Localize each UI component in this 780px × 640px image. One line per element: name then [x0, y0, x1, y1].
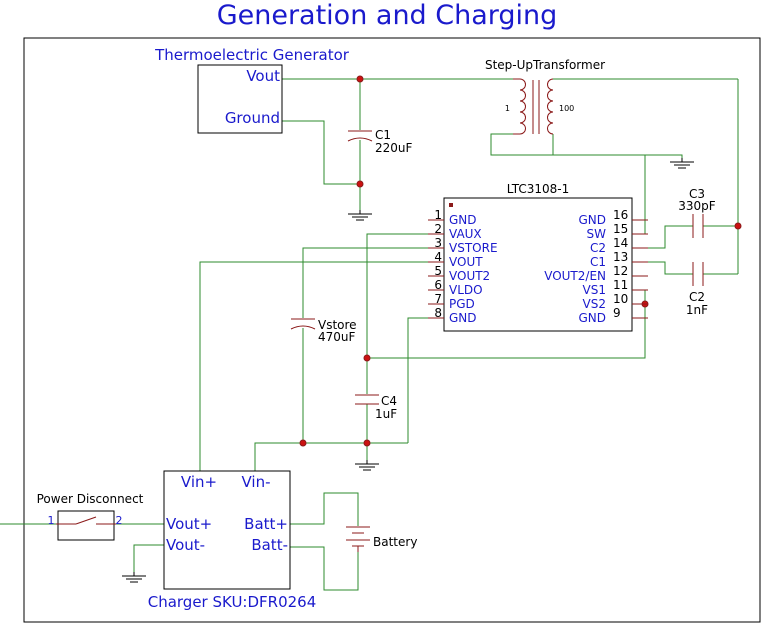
- charger-vout-plus: Vout+: [166, 515, 212, 533]
- switch-pin1: 1: [48, 514, 55, 527]
- ic-right-pin-label: GND: [578, 213, 606, 227]
- ic-right-pin-number: 9: [613, 306, 621, 320]
- ic-left-pin-label: VOUT: [449, 255, 483, 269]
- ic-left-pin-label: PGD: [449, 297, 475, 311]
- charger-vout-minus: Vout-: [166, 536, 205, 554]
- ic-right-pin-label: VS2: [583, 297, 606, 311]
- ic-left-pin-number: 6: [434, 278, 442, 292]
- ic-right-pin-label: GND: [578, 311, 606, 325]
- ic-right-pin-number: 12: [613, 264, 628, 278]
- ic-left-pin-label: VLDO: [449, 283, 483, 297]
- thermoelectric-generator: Thermoelectric Generator Vout Ground: [154, 46, 350, 134]
- ic-body: [443, 197, 633, 332]
- ic-right-pin-number: 14: [613, 236, 628, 250]
- ic-left-pin-number: 8: [434, 306, 442, 320]
- charger-vin-minus: Vin-: [241, 473, 270, 491]
- ic-left-pin-label: GND: [449, 311, 477, 325]
- ic-left-pin-number: 2: [434, 222, 442, 236]
- ic-left-pin-number: 7: [434, 292, 442, 306]
- step-up-transformer: Step-UpTransformer 1 100: [485, 58, 605, 135]
- c4-ref: C4: [381, 394, 397, 408]
- charger-vin-plus: Vin+: [181, 473, 217, 491]
- teg-ground-label: Ground: [225, 109, 280, 127]
- teg-name: Thermoelectric Generator: [154, 46, 350, 64]
- ic-left-pin-label: GND: [449, 213, 477, 227]
- ground-symbol-transformer: [670, 158, 694, 169]
- c2-ref: C2: [689, 290, 705, 304]
- power-disconnect-switch: Power Disconnect 1 2: [37, 492, 144, 541]
- ground-symbol-c4: [355, 460, 379, 471]
- transformer-pin1: 1: [505, 104, 510, 113]
- ic-left-pin-label: VAUX: [449, 227, 482, 241]
- c1-value: 220uF: [375, 141, 413, 155]
- transformer-name: Step-UpTransformer: [485, 58, 605, 72]
- diagram-title: Generation and Charging: [217, 0, 558, 31]
- c3-value: 330pF: [678, 199, 716, 213]
- ic-right-pin-number: 15: [613, 222, 628, 236]
- capacitor-c3: C3 330pF: [678, 187, 716, 238]
- sheet-frame: [23, 37, 761, 623]
- ic-right-pin-label: VOUT2/EN: [544, 269, 606, 283]
- vstore-ref: Vstore: [318, 318, 357, 332]
- ic-left-pin-number: 4: [434, 250, 442, 264]
- ic-pin1-marker: [449, 203, 453, 207]
- charger-name: Charger SKU:DFR0264: [148, 593, 317, 611]
- ic-right-pin-number: 13: [613, 250, 628, 264]
- ic-right-pin-number: 10: [613, 292, 628, 306]
- ic-left-pin-number: 5: [434, 264, 442, 278]
- c4-value: 1uF: [375, 407, 397, 421]
- c3-ref: C3: [689, 187, 705, 201]
- wires: [0, 78, 739, 591]
- switch-name: Power Disconnect: [37, 492, 144, 506]
- c1-ref: C1: [375, 128, 391, 142]
- capacitor-c2: C2 1nF: [686, 262, 708, 317]
- ic-left-pin-label: VOUT2: [449, 269, 490, 283]
- ic-left-pin-number: 1: [434, 208, 442, 222]
- capacitor-c4: C4 1uF: [355, 394, 397, 421]
- battery-name: Battery: [373, 535, 417, 549]
- battery: Battery: [346, 526, 417, 552]
- ground-symbol-charger: [122, 572, 146, 583]
- junctions: [299, 75, 742, 447]
- charger-batt-minus: Batt-: [251, 536, 288, 554]
- c2-value: 1nF: [686, 303, 708, 317]
- ic-name: LTC3108-1: [507, 182, 570, 196]
- vstore-value: 470uF: [318, 330, 356, 344]
- ic-right-pin-number: 11: [613, 278, 628, 292]
- transformer-pin100: 100: [559, 104, 574, 113]
- ic-right-pin-label: SW: [587, 227, 607, 241]
- ic-left-pin-label: VSTORE: [449, 241, 498, 255]
- switch-pin2: 2: [116, 514, 123, 527]
- charger-batt-plus: Batt+: [244, 515, 288, 533]
- ic-right-pin-label: C2: [590, 241, 606, 255]
- teg-vout-label: Vout: [246, 67, 280, 85]
- charger-module: Vin+ Vin- Vout+ Vout- Batt+ Batt- Charge…: [148, 470, 317, 611]
- capacitor-vstore: Vstore 470uF: [290, 318, 357, 344]
- capacitor-c1: C1 220uF: [347, 128, 413, 155]
- ic-right-pin-label: VS1: [583, 283, 606, 297]
- ic-right-pin-label: C1: [590, 255, 606, 269]
- ic-left-pin-number: 3: [434, 236, 442, 250]
- ground-symbol-c1: [348, 210, 372, 221]
- ic-right-pin-number: 16: [613, 208, 628, 222]
